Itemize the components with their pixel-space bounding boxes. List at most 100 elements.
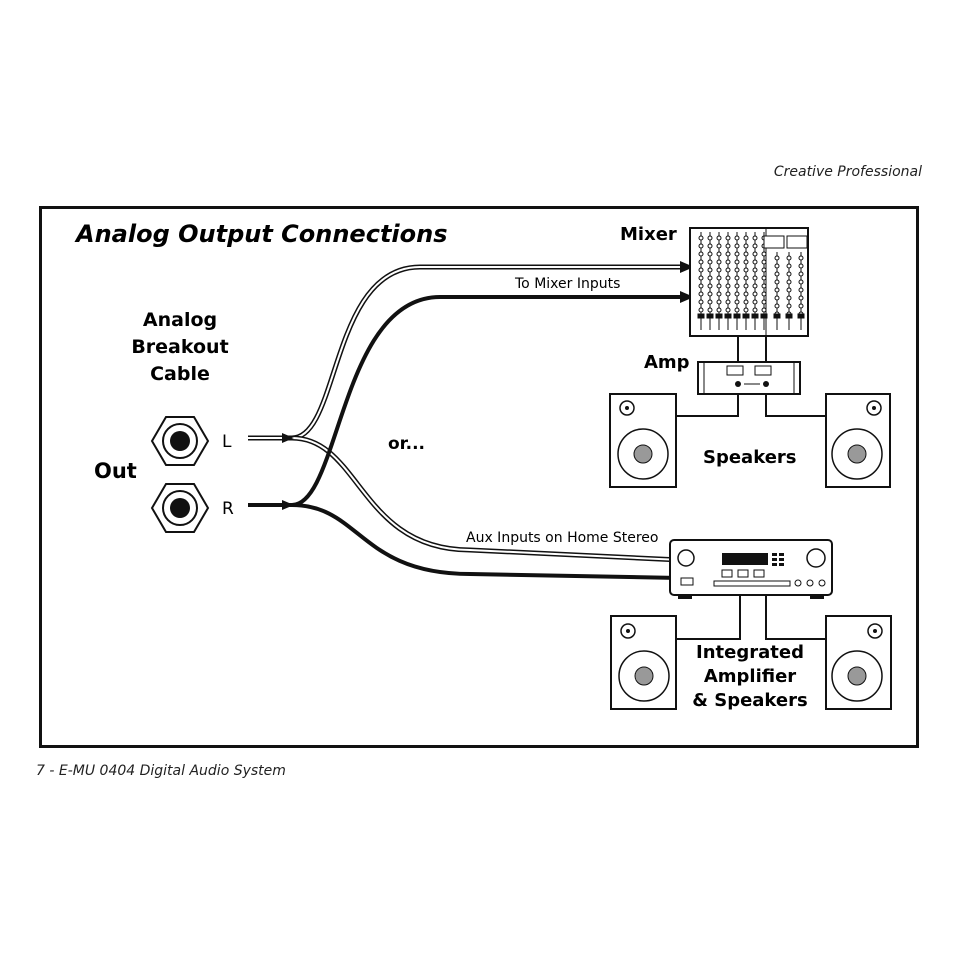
cable-label-line-2: Breakout	[131, 336, 228, 358]
mixer-knob	[716, 235, 722, 241]
mixer-knob	[774, 279, 780, 285]
integrated-label-line-3: & Speakers	[692, 690, 807, 711]
mixer-knob	[698, 251, 704, 257]
mixer-knob	[774, 295, 780, 301]
mixer-knob	[725, 307, 731, 313]
amp-speaker-wires	[676, 394, 826, 417]
mixer-fader	[773, 313, 781, 319]
mixer-knob	[752, 275, 758, 281]
mixer-fader	[724, 313, 732, 319]
mixer-knob	[752, 307, 758, 313]
mixer-knob	[725, 267, 731, 273]
jack-left-icon	[150, 416, 210, 466]
mixer-knob	[725, 283, 731, 289]
mixer-knob	[698, 283, 704, 289]
cable-label: Analog Breakout Cable	[131, 309, 228, 385]
jack-left-label: L	[222, 432, 232, 452]
mixer-knob	[774, 255, 780, 261]
mixer-knob	[761, 259, 767, 265]
mixer-knob	[752, 259, 758, 265]
mixer-knob	[716, 275, 722, 281]
mixer-fader	[797, 313, 805, 319]
mixer-knob	[725, 259, 731, 265]
mixer-knob	[786, 263, 792, 269]
mixer-knob	[786, 271, 792, 277]
mixer-knob	[707, 243, 713, 249]
mixer-knob	[725, 243, 731, 249]
mixer-knob	[798, 263, 804, 269]
speaker-top-right-icon	[825, 393, 891, 488]
mixer-knob	[798, 303, 804, 309]
mixer-knob	[786, 303, 792, 309]
mixer-knob	[752, 291, 758, 297]
mixer-knob	[761, 251, 767, 257]
page-caption: 7 - E-MU 0404 Digital Audio System	[36, 763, 286, 779]
mixer-knob	[725, 235, 731, 241]
mixer-knob	[743, 243, 749, 249]
integrated-label-line-2: Amplifier	[704, 666, 796, 687]
speaker-bottom-left-icon	[610, 615, 677, 710]
mixer-knob	[743, 235, 749, 241]
mixer-knob	[707, 283, 713, 289]
mixer-knob	[761, 267, 767, 273]
mixer-knob	[798, 271, 804, 277]
mixer-knob	[734, 251, 740, 257]
speakers-label: Speakers	[703, 447, 797, 468]
integrated-label-line-1: Integrated	[696, 642, 804, 663]
mixer-knob	[698, 259, 704, 265]
mixer-fader	[733, 313, 741, 319]
mixer-knob	[752, 267, 758, 273]
or-label: or...	[388, 434, 425, 454]
mixer-knob	[734, 291, 740, 297]
mixer-fader	[785, 313, 793, 319]
mixer-knob	[716, 259, 722, 265]
mixer-knob	[743, 251, 749, 257]
mixer-knob	[752, 235, 758, 241]
mixer-fader	[760, 313, 768, 319]
mixer-knob	[752, 243, 758, 249]
mixer-knob	[725, 275, 731, 281]
mixer-knob	[698, 307, 704, 313]
mixer-knob	[734, 243, 740, 249]
mixer-knob	[774, 271, 780, 277]
mixer-knob	[707, 259, 713, 265]
diagram-frame	[39, 206, 919, 748]
mixer-knob	[734, 307, 740, 313]
mixer-knob	[752, 299, 758, 305]
mixer-knob	[752, 251, 758, 257]
mixer-knob	[774, 303, 780, 309]
mixer-knob	[734, 235, 740, 241]
mixer-knob	[734, 275, 740, 281]
cable-label-line-3: Cable	[150, 363, 210, 385]
mixer-knob	[716, 251, 722, 257]
mixer-knob	[716, 267, 722, 273]
mixer-knob	[698, 235, 704, 241]
diagram-title: Analog Output Connections	[74, 220, 448, 248]
mixer-knob	[798, 287, 804, 293]
mixer-knob	[743, 307, 749, 313]
mixer-knob	[786, 279, 792, 285]
mixer-knob	[761, 275, 767, 281]
mixer-knob	[786, 287, 792, 293]
aux-inputs-label: Aux Inputs on Home Stereo	[466, 530, 658, 546]
speaker-top-left-icon	[609, 393, 677, 488]
amp-icon	[697, 361, 801, 395]
mixer-knob	[698, 299, 704, 305]
out-label: Out	[94, 459, 137, 483]
mixer-knob	[743, 299, 749, 305]
mixer-knob	[707, 291, 713, 297]
cable-left	[248, 264, 681, 563]
mixer-inputs-label: To Mixer Inputs	[514, 276, 620, 292]
amp-label: Amp	[644, 352, 690, 373]
mixer-knob	[707, 307, 713, 313]
mixer-knob	[743, 291, 749, 297]
mixer-icon	[689, 227, 809, 337]
mixer-knob	[698, 267, 704, 273]
mixer-fader	[751, 313, 759, 319]
brand-header: Creative Professional	[773, 164, 922, 180]
mixer-knob	[707, 275, 713, 281]
mixer-fader	[697, 313, 705, 319]
mixer-knob	[761, 307, 767, 313]
mixer-knob	[798, 295, 804, 301]
